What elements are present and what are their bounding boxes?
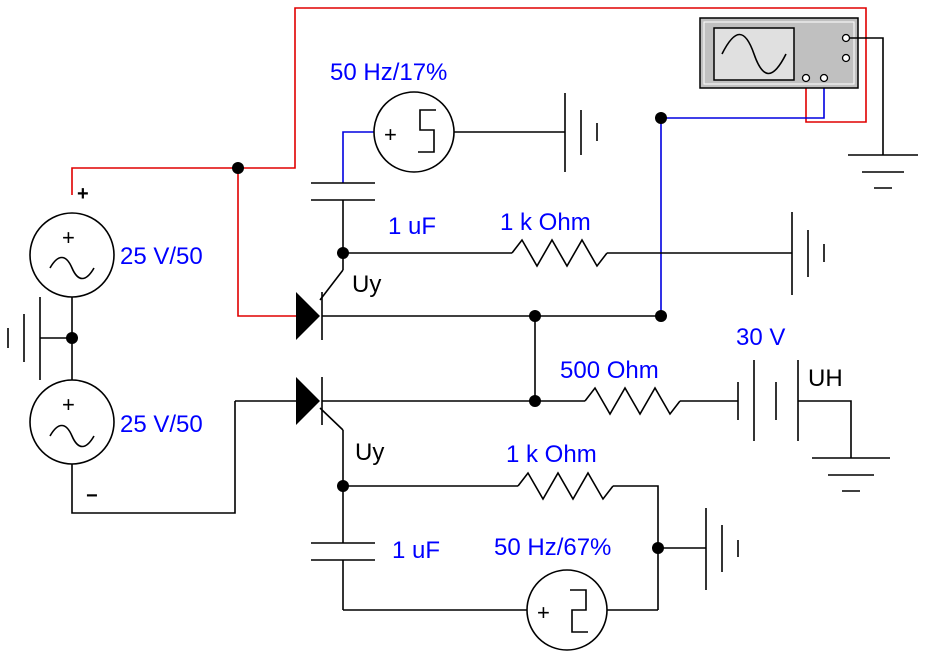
svg-text:+: + (62, 225, 75, 250)
res-load-label: 500 Ohm (560, 357, 659, 384)
ground-icon (564, 93, 598, 172)
thyristor-icon[interactable] (296, 292, 323, 340)
cap-bottom-label: 1 uF (392, 537, 440, 564)
capacitor-bottom (311, 486, 375, 610)
res-bottom-label: 1 k Ohm (506, 441, 597, 468)
cap-top-label: 1 uF (388, 213, 436, 240)
pulse-source-icon[interactable]: + (526, 569, 608, 651)
ac-source-icon[interactable]: + (29, 212, 115, 298)
pulse-top-label: 50 Hz/17% (330, 59, 447, 86)
pulse-bottom-label: 50 Hz/67% (494, 534, 611, 561)
svg-text:+: + (537, 600, 550, 625)
ground-icon (791, 212, 825, 295)
junction-dots (66, 112, 667, 554)
ground-icon (812, 457, 890, 492)
battery-icon[interactable] (737, 360, 799, 441)
ground-icon (7, 297, 41, 380)
blue-wire (342, 80, 825, 316)
svg-text:+: + (384, 122, 397, 147)
plus-label: + (77, 183, 89, 205)
thyristor-icon[interactable] (296, 377, 323, 425)
gate-top-label: Uy (352, 271, 381, 298)
ground-icon (705, 508, 739, 590)
gate-bottom-label: Uy (355, 439, 384, 466)
minus-label: − (86, 485, 98, 507)
ac-source-icon[interactable]: + (29, 379, 115, 465)
ac-top-label: 25 V/50 (120, 243, 203, 270)
res-top-label: 1 k Ohm (500, 209, 591, 236)
battery-label: 30 V (736, 324, 785, 351)
red-wire (71, 7, 867, 317)
pulse-source-icon[interactable]: + (373, 91, 455, 173)
output-label: UH (808, 365, 843, 392)
capacitor-top (311, 182, 375, 253)
ac-bottom-label: 25 V/50 (120, 411, 203, 438)
oscilloscope-icon[interactable] (699, 17, 859, 89)
svg-text:+: + (62, 392, 75, 417)
ground-icon (848, 154, 918, 189)
